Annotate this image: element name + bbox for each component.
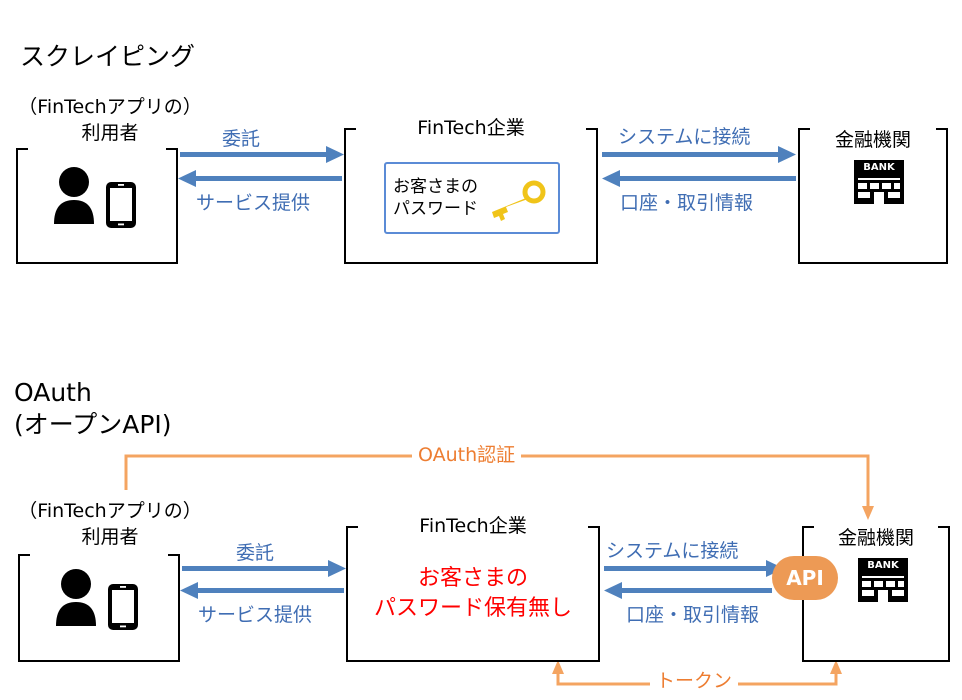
scraping-title: スクレイピング [20, 42, 196, 71]
user-icon [56, 569, 96, 626]
oauth-user-label-line1: （FinTechアプリの） [18, 500, 202, 522]
oauth-auth-label: OAuth認証 [412, 440, 522, 467]
key-icon [492, 180, 546, 221]
password-card: お客さまの パスワード [384, 162, 560, 234]
smartphone-icon [108, 584, 138, 630]
oauth-fintech-box: FinTech企業 お客さまの パスワード保有無し [346, 515, 600, 662]
oauth-title-line2: (オープンAPI) [14, 410, 172, 439]
password-line2: パスワード [393, 199, 478, 219]
oauth-info-label: 口座・取引情報 [626, 604, 760, 626]
no-password-line2: パスワード保有無し [373, 596, 572, 621]
scraping-fintech-title: FinTech企業 [417, 117, 525, 139]
oauth-service-label: サービス提供 [198, 604, 313, 626]
oauth-user-label-line2: 利用者 [81, 526, 139, 548]
smartphone-icon [106, 182, 136, 228]
scraping-bank-title: 金融機関 [834, 129, 911, 151]
password-line1: お客さまの [393, 177, 478, 197]
bank-icon [858, 558, 908, 602]
oauth-fintech-title: FinTech企業 [419, 515, 527, 537]
scraping-bank-box: 金融機関 BANK [798, 128, 948, 264]
scraping-bank-sign: BANK [863, 162, 895, 173]
oauth-title-line1: OAuth [14, 378, 92, 407]
api-badge: API [772, 556, 838, 600]
scraping-user-label: （FinTechアプリの） 利用者 [10, 94, 210, 146]
scraping-user-box [16, 148, 178, 264]
oauth-bank-box: 金融機関 BANK [802, 526, 950, 662]
scraping-fintech-box: FinTech企業 お客さまの パスワード [344, 117, 598, 264]
user-icon [54, 167, 94, 224]
scraping-system-label: システムに接続 [618, 126, 751, 148]
scraping-user-label-line2: 利用者 [81, 122, 139, 144]
oauth-user-label: （FinTechアプリの） 利用者 [10, 498, 210, 550]
oauth-entrust-label: 委託 [236, 542, 275, 564]
token-label: トークン [650, 666, 739, 693]
oauth-system-label: システムに接続 [606, 540, 739, 562]
scraping-info-label: 口座・取引情報 [620, 192, 754, 214]
no-password-line1: お客さまの [417, 566, 528, 591]
scraping-service-label: サービス提供 [196, 192, 311, 214]
oauth-bank-title: 金融機関 [837, 527, 914, 549]
oauth-user-box [18, 554, 180, 662]
scraping-user-label-line1: （FinTechアプリの） [18, 96, 202, 118]
scraping-entrust-label: 委託 [222, 128, 261, 150]
oauth-bank-sign: BANK [867, 560, 899, 571]
bank-icon [854, 160, 904, 204]
